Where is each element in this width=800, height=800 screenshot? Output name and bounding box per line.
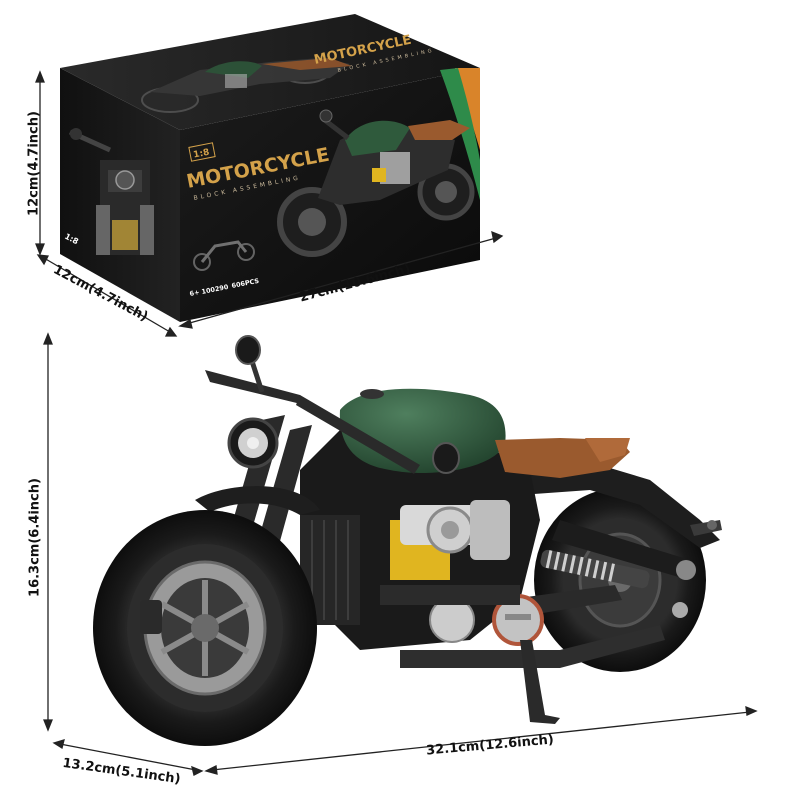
rear-pegs (690, 520, 722, 536)
fuel-tank (339, 388, 506, 473)
right-mirror (432, 442, 460, 474)
box-front-scale: 1:8 (193, 148, 211, 161)
engine (380, 500, 544, 646)
rear-fender (520, 465, 720, 548)
headlight (227, 417, 279, 469)
box-age-label: 6+ (189, 288, 200, 298)
kickstand (520, 640, 560, 724)
model-dimension-lines (43, 332, 758, 776)
box-scale-badge (188, 142, 216, 162)
product-box: MOTORCYCLE BLOCK ASSEMBLING 1:8 1:8 MOTO… (60, 14, 480, 322)
box-side-art (68, 128, 154, 255)
handlebars (205, 335, 460, 474)
box-height-label: 12cm(4.7inch) (26, 111, 42, 216)
box-small-bike-icon (193, 240, 255, 271)
motorcycle-model (93, 335, 722, 746)
box-accent-stripe-green (440, 68, 480, 200)
front-wheel (93, 510, 317, 746)
left-mirror (235, 335, 261, 365)
box-front-art (277, 109, 475, 257)
box-top-art (141, 58, 352, 113)
box-dimension-lines (35, 70, 504, 337)
front-fender (195, 486, 320, 515)
model-height-label: 16.3cm(6.4inch) (27, 478, 43, 597)
fuel-cap (360, 389, 384, 399)
seat-tail (585, 438, 630, 462)
box-accent-stripe-orange (455, 68, 480, 150)
exhaust-pipe (400, 625, 665, 668)
